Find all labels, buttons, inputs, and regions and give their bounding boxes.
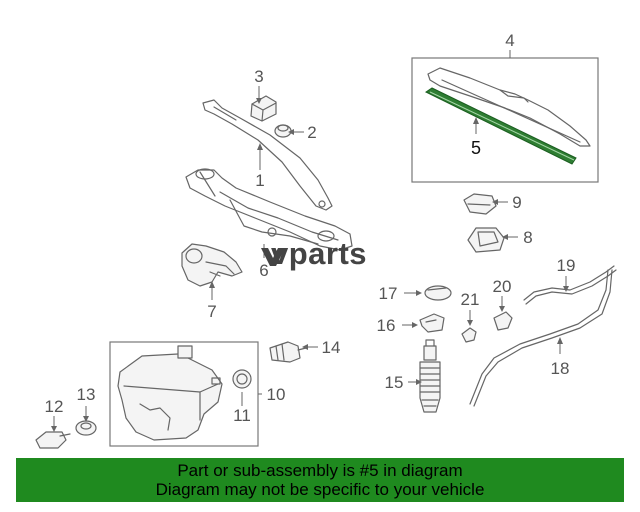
callout-4: 4 (505, 31, 514, 50)
wiper-motor-part[interactable] (181, 243, 243, 287)
washer-pump-part[interactable] (419, 339, 441, 413)
callout-16: 16 (377, 316, 396, 335)
pump-motor-part[interactable] (269, 341, 307, 363)
banner-line-1: Part or sub-assembly is #5 in diagram (177, 461, 463, 480)
washer-hose-lower-part[interactable] (469, 269, 613, 407)
callout-8: 8 (523, 228, 532, 247)
check-valve-part[interactable] (493, 311, 513, 331)
callout-1: 1 (255, 171, 264, 190)
retainer-clip-part[interactable] (463, 193, 497, 215)
callout-17: 17 (379, 284, 398, 303)
vparts-watermark-logo: vparts (261, 236, 367, 271)
callout-19: 19 (557, 256, 576, 275)
leader-lines (51, 50, 569, 432)
pivot-cap-part[interactable] (250, 95, 277, 122)
callout-13: 13 (77, 385, 96, 404)
callout-12: 12 (45, 397, 64, 416)
wiper-linkage-part[interactable] (185, 168, 353, 251)
blade-assembly-box (411, 57, 599, 183)
nozzle-bracket-part[interactable] (419, 313, 445, 333)
mount-bracket-part[interactable] (467, 227, 505, 253)
callout-11: 11 (233, 406, 251, 425)
hose-connector-part[interactable] (461, 327, 477, 343)
callout-3: 3 (254, 67, 263, 86)
callout-2: 2 (307, 123, 316, 142)
callout-20: 20 (493, 277, 512, 296)
parts-diagram: 1 2 3 4 5 6 7 8 9 10 11 12 13 14 15 16 1… (35, 31, 617, 449)
washer-reservoir-part[interactable] (117, 345, 223, 441)
callout-15: 15 (385, 373, 404, 392)
nut-part[interactable] (274, 124, 292, 138)
callout-5: 5 (471, 138, 481, 158)
callout-10: 10 (267, 385, 286, 404)
info-banner: Part or sub-assembly is #5 in diagram Di… (16, 458, 624, 502)
watermark-text: vparts (271, 236, 367, 271)
callout-14: 14 (322, 338, 341, 357)
callout-18: 18 (551, 359, 570, 378)
wiper-blade-assembly-part[interactable] (427, 67, 591, 147)
callout-7: 7 (207, 302, 216, 321)
callout-21: 21 (461, 290, 480, 309)
banner-line-2: Diagram may not be specific to your vehi… (155, 480, 485, 499)
washer-nozzle-part[interactable] (424, 285, 452, 301)
callout-6: 6 (259, 261, 268, 280)
reservoir-cap-part[interactable] (232, 369, 252, 389)
level-sensor-part[interactable] (35, 431, 71, 449)
callout-9: 9 (512, 193, 521, 212)
wiper-arm-part[interactable] (202, 99, 333, 211)
grommet-part[interactable] (75, 420, 97, 436)
blade-refill-part[interactable] (425, 87, 577, 165)
